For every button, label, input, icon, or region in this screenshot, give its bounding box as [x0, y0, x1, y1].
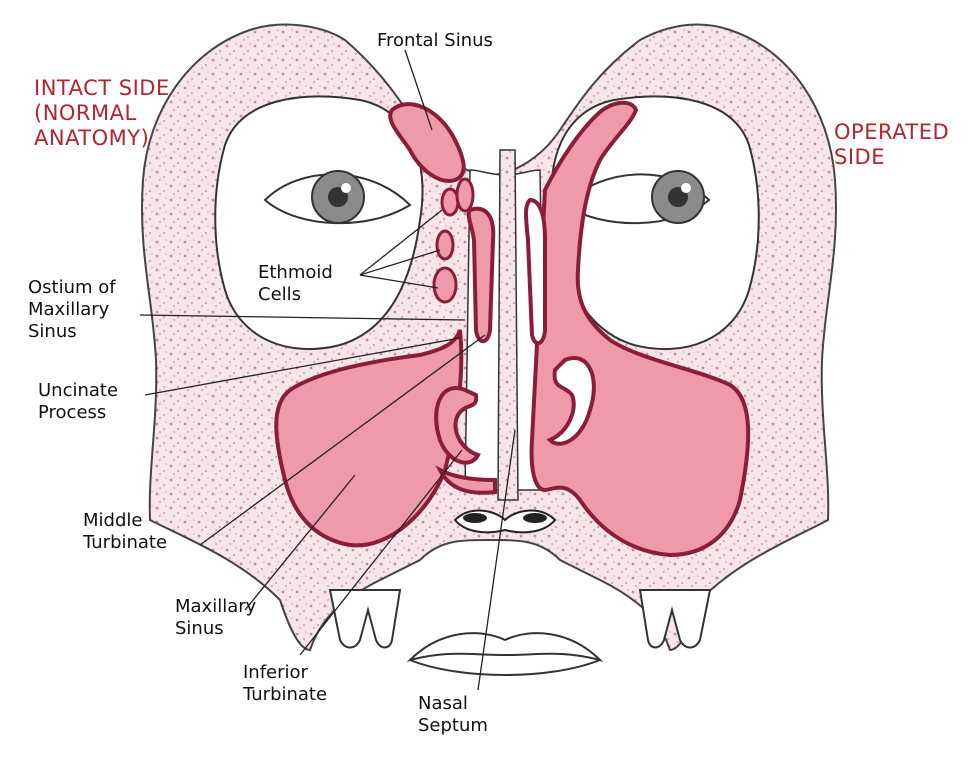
label-uncinate-process: Uncinate Process [38, 380, 118, 424]
lower-lip [410, 660, 600, 675]
operated-side-label: OPERATED SIDE [834, 120, 949, 170]
label-maxillary-sinus: Maxillary Sinus [175, 596, 256, 640]
label-nasal-septum: Nasal Septum [418, 693, 488, 737]
label-middle-turbinate: Middle Turbinate [83, 510, 167, 554]
label-ethmoid-cells: Ethmoid Cells [258, 262, 333, 306]
nostril [463, 513, 487, 523]
label-inferior-turbinate: Inferior Turbinate [243, 662, 327, 706]
ethmoid-cell [437, 231, 453, 259]
left-teeth [330, 590, 400, 648]
nasal-septum [498, 150, 518, 500]
label-ostium-of-maxillary-sinus: Ostium of Maxillary Sinus [28, 277, 116, 343]
ethmoid-cell [457, 179, 473, 211]
label-frontal-sinus: Frontal Sinus [377, 30, 493, 52]
intact-side-label: INTACT SIDE (NORMAL ANATOMY) [34, 76, 170, 151]
upper-lip [410, 633, 600, 660]
ethmoid-cell [434, 268, 456, 302]
nostril [523, 513, 547, 523]
